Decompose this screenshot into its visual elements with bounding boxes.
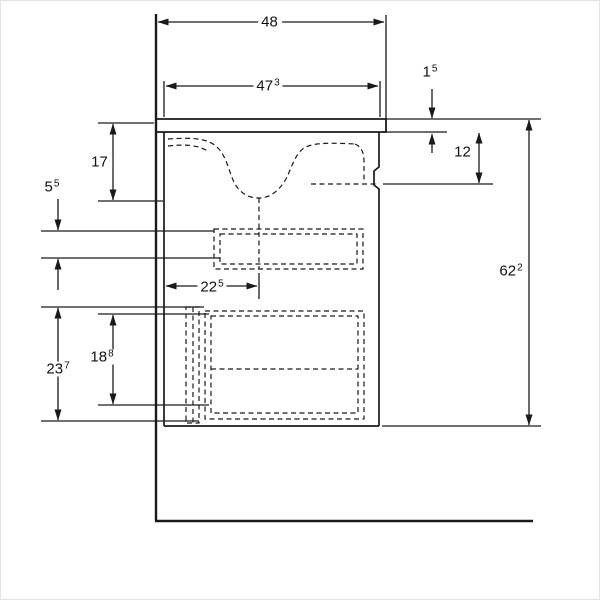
dimension-label-drawer-inner-height: 188 <box>87 349 117 365</box>
dimension-label-apron-height: 12 <box>451 144 475 160</box>
dimension-label-total-height: 622 <box>496 263 526 279</box>
wall-and-floor-lines <box>154 14 533 523</box>
dimension-label-washtop-thickness: 15 <box>419 64 441 80</box>
dimension-label-drain-offset: 225 <box>197 279 227 295</box>
drawer-outlines-dashed <box>185 228 365 424</box>
dimension-label-basin-depth: 17 <box>88 154 112 170</box>
cabinet-outline <box>163 132 380 427</box>
dimension-label-drawer-front-height: 237 <box>43 361 73 377</box>
basin-profile-dashed <box>167 137 379 269</box>
dimension-label-total-width: 48 <box>258 14 282 30</box>
dimension-label-siphon-clearance: 55 <box>41 179 63 195</box>
washbasin-top <box>156 118 387 133</box>
dimension-label-cabinet-width: 473 <box>253 78 283 94</box>
